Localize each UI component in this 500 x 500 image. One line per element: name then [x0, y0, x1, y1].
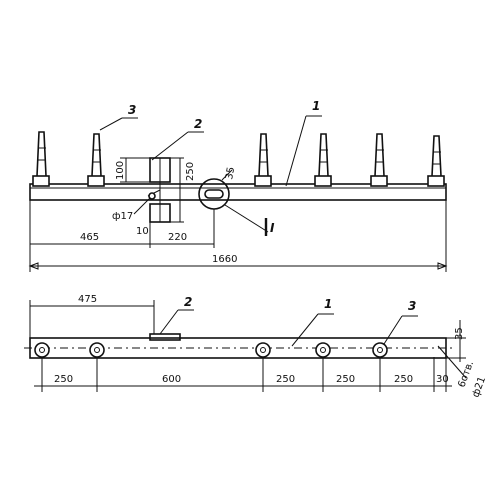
dim-475: 475: [78, 294, 97, 305]
mounting-hole: [34, 342, 50, 358]
dim-220: 220: [168, 232, 187, 243]
dim-250-c: 250: [336, 374, 355, 385]
mounting-hole: [89, 342, 105, 358]
insulator-post: [87, 133, 105, 187]
dim-600: 600: [162, 374, 181, 385]
insulator-post: [370, 133, 388, 187]
dim-10: 10: [136, 226, 149, 237]
dim-35-top: 35: [224, 166, 237, 180]
callout-3-bottom: 3: [408, 299, 416, 313]
mounting-hole: [372, 342, 388, 358]
dim-250-a: 250: [54, 374, 73, 385]
dim-250-b: 250: [276, 374, 295, 385]
bottom-view: 475 2 1 3 35 250 600 250 250 250 30 6от: [24, 294, 488, 399]
dim-phi17: ф17: [112, 211, 133, 222]
dim-250-d: 250: [394, 374, 413, 385]
callout-3-top: 3: [128, 103, 136, 117]
callout-2-bottom: 2: [184, 295, 192, 309]
insulator-post: [32, 131, 50, 187]
top-beam: [29, 183, 447, 201]
dim-35-bottom: 35: [454, 327, 465, 340]
callout-1-top: 1: [312, 99, 320, 113]
dim-30: 30: [436, 374, 449, 385]
hole-diameter: ф21: [470, 375, 488, 399]
callout-2-top: 2: [194, 117, 202, 131]
bracket-part-2: [120, 157, 184, 223]
mounting-hole: [255, 342, 271, 358]
callout-1-bottom: 1: [324, 297, 332, 311]
dim-100: 100: [115, 161, 126, 180]
holes-count: 6отв.: [456, 360, 476, 390]
insulator-post: [314, 133, 332, 187]
section-mark: I: [270, 221, 275, 235]
bracket-plate-part-2: [149, 333, 181, 341]
dim-465: 465: [80, 232, 99, 243]
mounting-hole: [315, 342, 331, 358]
insulator-post: [427, 135, 445, 187]
dim-1660: 1660: [212, 254, 237, 265]
insulator-post: [254, 133, 272, 187]
top-view: I 35 3 2 1 100 250 ф17 10 465 220 1660: [28, 99, 448, 272]
dim-250: 250: [185, 162, 196, 181]
